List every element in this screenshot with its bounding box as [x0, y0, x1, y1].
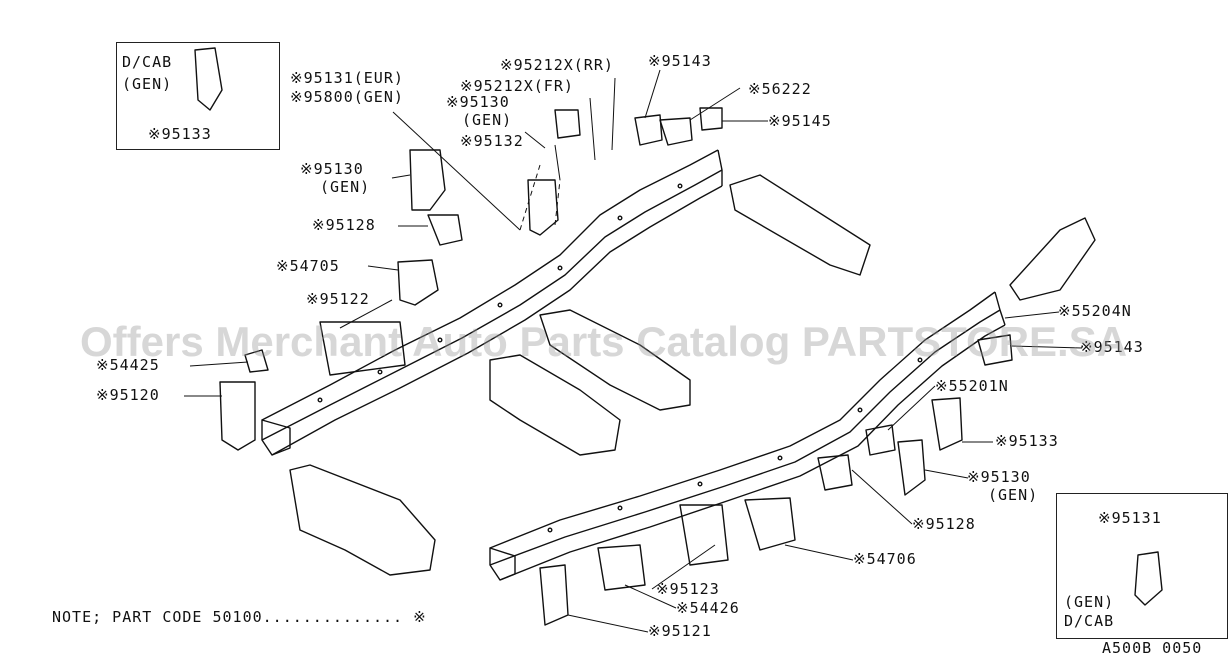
cross-member-5 — [289, 464, 436, 576]
bracket-95130-upper — [409, 149, 446, 211]
bracket-95133 — [931, 397, 963, 451]
inset-bottom-right-line1: (GEN) — [1064, 593, 1115, 611]
label-95133: ※95133 — [995, 432, 1059, 450]
label-54426: ※54426 — [676, 599, 740, 617]
cross-member-2 — [1009, 217, 1096, 301]
label-95130-a: ※95130 — [446, 93, 510, 111]
label-95120: ※95120 — [96, 386, 160, 404]
label-95143: ※95143 — [648, 52, 712, 70]
bracket-95143-top — [634, 114, 663, 146]
inset-top-left-line2: (GEN) — [122, 75, 173, 93]
inset-box-top-left — [116, 42, 280, 150]
label-95145: ※95145 — [768, 112, 832, 130]
label-95131-eur: ※95131(EUR) — [290, 69, 404, 87]
label-95132: ※95132 — [460, 132, 524, 150]
label-56222: ※56222 — [748, 80, 812, 98]
bracket-95123 — [679, 504, 729, 566]
inset-bottom-right-line2: D/CAB — [1064, 612, 1115, 630]
diagram-code: A500B 0050 — [1102, 639, 1203, 657]
label-95130-b-gen: (GEN) — [320, 178, 371, 196]
watermark: Offers Merchant Auto Parts Catalog PARTS… — [80, 318, 1128, 365]
label-95122: ※95122 — [306, 290, 370, 308]
part-code-note: NOTE; PART CODE 50100.............. ※ — [52, 608, 427, 626]
label-54425: ※54425 — [96, 356, 160, 374]
label-95130-a-gen: (GEN) — [462, 111, 513, 129]
bracket-54705 — [397, 259, 439, 306]
cross-member-1 — [729, 174, 871, 276]
label-95212x-rr: ※95212X(RR) — [500, 56, 614, 74]
label-95123: ※95123 — [656, 580, 720, 598]
label-55204n: ※55204N — [1058, 302, 1132, 320]
bracket-95120 — [219, 381, 256, 451]
label-95128-b: ※95128 — [912, 515, 976, 533]
inset-box-bottom-right — [1056, 493, 1228, 639]
label-95128-a: ※95128 — [312, 216, 376, 234]
bracket-95121 — [539, 564, 569, 626]
bracket-95130-lower — [897, 439, 926, 496]
bracket-54426 — [597, 544, 646, 591]
bracket-95145 — [699, 107, 723, 131]
label-95212x-fr: ※95212X(FR) — [460, 77, 574, 95]
bracket-55201n — [865, 424, 896, 456]
label-95130-b: ※95130 — [300, 160, 364, 178]
lower-frame-rail — [489, 291, 1006, 581]
inset-part-sketch-2 — [1134, 551, 1163, 606]
label-95800-gen: ※95800(GEN) — [290, 88, 404, 106]
inset-bottom-right-part: ※95131 — [1098, 509, 1162, 527]
label-95130-c-gen: (GEN) — [988, 486, 1039, 504]
cross-member-4 — [489, 354, 621, 456]
bracket-56222 — [659, 117, 693, 146]
inset-top-left-part: ※95133 — [148, 125, 212, 143]
bracket-95128-lower — [817, 454, 853, 491]
label-55201n: ※55201N — [935, 377, 1009, 395]
label-95143-b: ※95143 — [1080, 338, 1144, 356]
bracket-95122 — [319, 321, 406, 376]
bracket-95128-upper — [427, 214, 463, 246]
bracket-54706 — [744, 497, 796, 551]
bracket-54425 — [244, 349, 269, 373]
inset-top-left-line1: D/CAB — [122, 53, 173, 71]
label-95130-c: ※95130 — [967, 468, 1031, 486]
bracket-95132 — [527, 179, 559, 236]
bracket-95130-top — [554, 109, 581, 139]
label-54706: ※54706 — [853, 550, 917, 568]
inset-part-sketch-1 — [194, 47, 223, 111]
upper-frame-rail — [261, 149, 723, 456]
cross-member-3 — [539, 309, 691, 411]
label-95121: ※95121 — [648, 622, 712, 640]
bracket-55204n — [977, 334, 1013, 366]
label-54705: ※54705 — [276, 257, 340, 275]
